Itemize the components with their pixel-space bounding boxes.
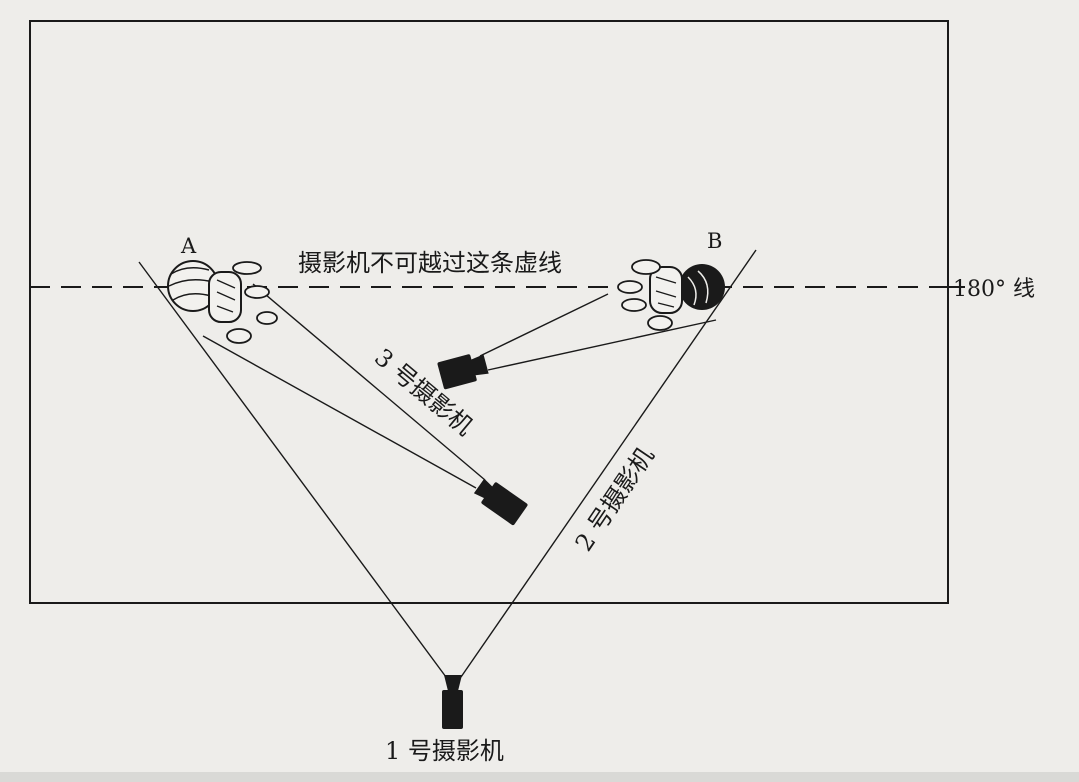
camera-1-label: 1 号摄影机 — [385, 737, 504, 765]
camera-3-sightline-upper — [252, 283, 486, 481]
camera-1-sightline-to-b — [460, 249, 757, 678]
camera-3-sightline-lower — [202, 335, 477, 489]
camera-1-icon — [442, 675, 463, 729]
camera-3-icon — [473, 478, 528, 526]
person-a-figure — [167, 260, 278, 344]
camera-2-sightline-lower — [487, 319, 717, 371]
person-b-label: B — [707, 229, 722, 253]
person-b-figure — [617, 259, 725, 331]
camera-2-sightline-upper — [479, 293, 609, 357]
person-a-label: A — [180, 234, 197, 258]
paper-bottom-strip — [0, 772, 1079, 782]
scene-frame — [29, 20, 949, 604]
camera-1-sightline-to-a — [138, 261, 447, 678]
camera-2-icon — [437, 354, 489, 390]
axis-note-label: 摄影机不可越过这条虚线 — [298, 249, 562, 277]
axis-name-label: 180° 线 — [953, 277, 1035, 302]
